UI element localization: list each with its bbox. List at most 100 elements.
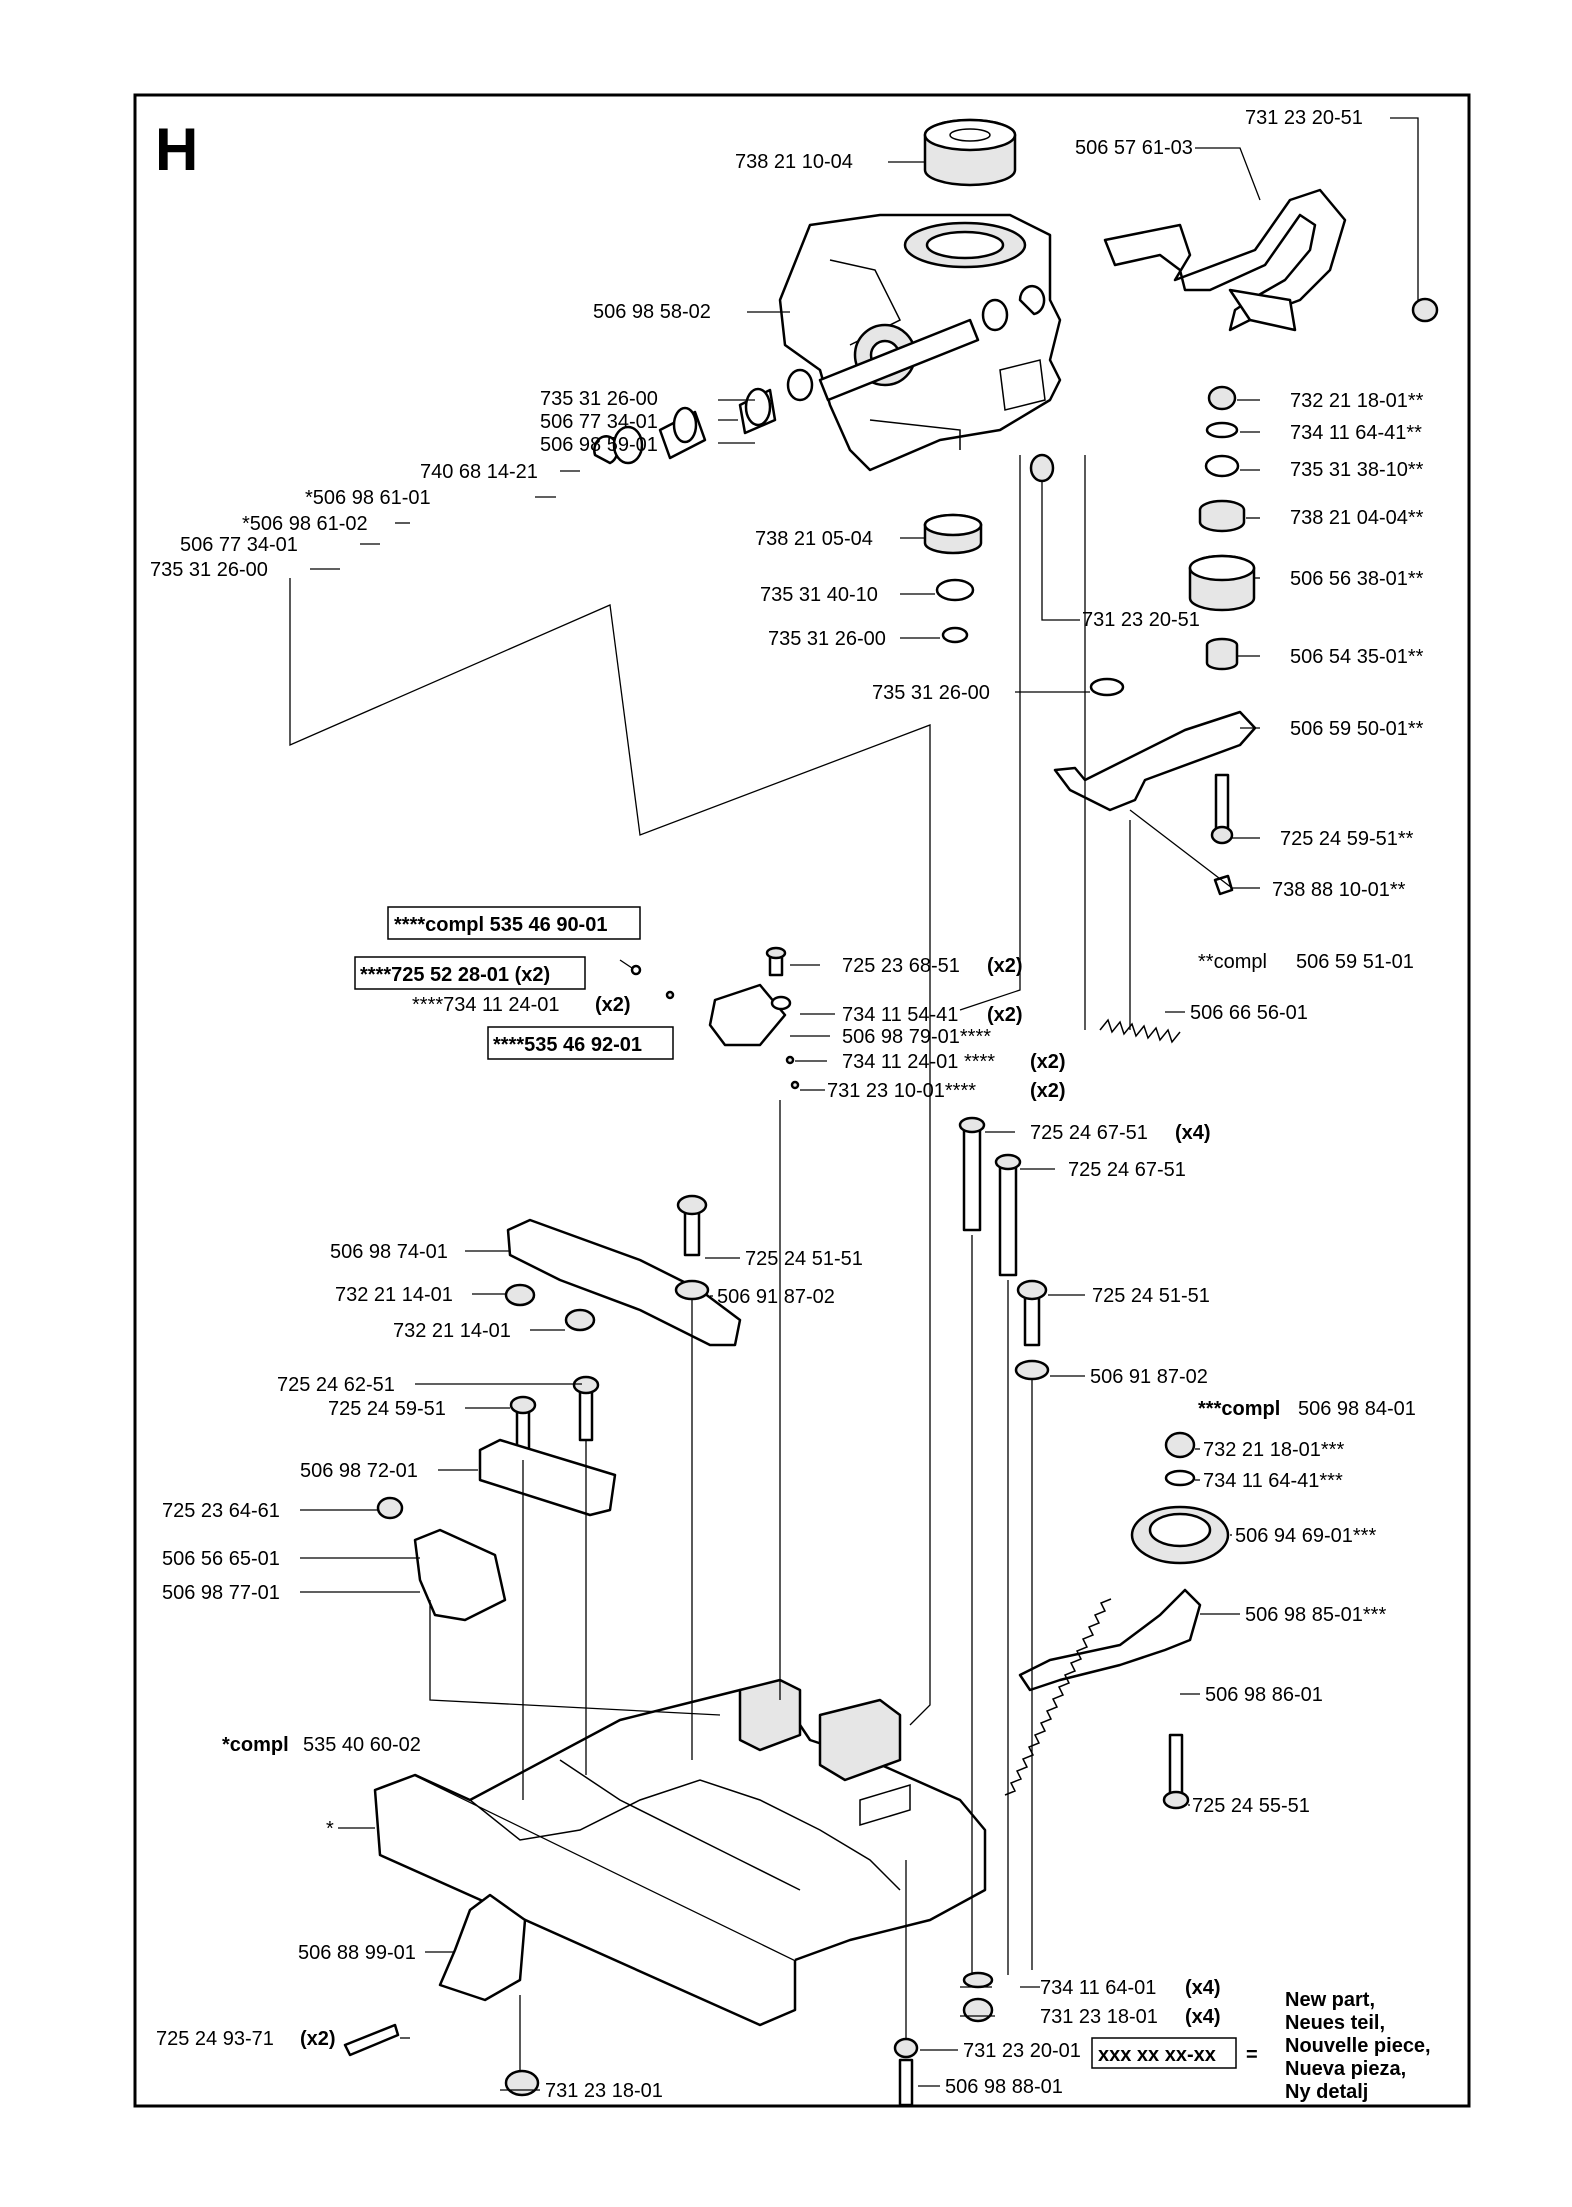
label-l5: 735 31 26-00: [540, 388, 658, 410]
page-frame: [133, 93, 1471, 2108]
bolt-725-24-51-51-left: [676, 1194, 708, 1257]
nut-731-23-18-01-x4: [962, 1997, 994, 2023]
label-l62: 731 23 18-01: [1040, 2006, 1158, 2028]
label-l3: 738 21 10-04: [735, 151, 853, 173]
washer-734-11-24-01-left: [665, 990, 675, 1000]
label-l29: 725 23 68-51: [842, 955, 960, 977]
kit-box-1: [387, 906, 641, 940]
washer-506-91-87-02-right: [1014, 1359, 1050, 1381]
label-l1: 731 23 20-51: [1245, 107, 1363, 129]
label-l15: 735 31 26-00: [768, 628, 886, 650]
kit-label-2-prefix: **compl: [1198, 951, 1267, 973]
leader-lines: [289, 117, 1419, 2091]
shaft-assembly: [593, 284, 1046, 465]
label-l50: 734 11 64-41***: [1203, 1470, 1343, 1492]
label-l57: *: [326, 1818, 334, 1840]
qty-734-11-24-01-left: (x2): [595, 994, 631, 1016]
label-734-11-24-01-left: ****734 11 24-01: [412, 994, 560, 1016]
label-l47: 725 24 59-51: [328, 1398, 446, 1420]
qty-l37: (x4): [1175, 1122, 1211, 1144]
kit-label-4-prefix: *compl: [222, 1734, 289, 1756]
qty-l60: (x4): [1185, 1977, 1221, 1999]
label-l53: 506 56 65-01: [162, 1548, 280, 1570]
bolt-725-24-51-51-right: [1016, 1279, 1048, 1347]
qty-l61: (x2): [300, 2028, 336, 2050]
label-l51: 725 23 64-61: [162, 1500, 280, 1522]
nut-732-21-14-01-a: [504, 1283, 536, 1307]
label-l39: 506 98 74-01: [330, 1241, 448, 1263]
label-l17: 732 21 18-01**: [1290, 390, 1424, 412]
label-l20: 738 21 04-04**: [1290, 507, 1424, 529]
kit-label-4-num: 535 40 60-02: [303, 1734, 421, 1756]
nut-731-23-18-01-bottom: [504, 2069, 540, 2097]
label-l26: 738 88 10-01**: [1272, 879, 1406, 901]
screw-725-52-28-01: [630, 964, 642, 976]
nut-731-23-20-51-mid: [1029, 453, 1055, 483]
clamp-strap: [1103, 188, 1347, 332]
circlip-735-31-26-00-right: [1089, 677, 1125, 697]
kit-box-535-46-92-01: [487, 1026, 674, 1060]
tensioner-stack: [1053, 385, 1257, 845]
label-l33: 506 98 79-01****: [842, 1026, 991, 1048]
label-l40: 725 24 51-51: [745, 1248, 863, 1270]
spring-506-66-56-01: [1099, 1018, 1181, 1044]
label-l56: 506 98 86-01: [1205, 1684, 1323, 1706]
pulley-assembly: [1018, 1431, 1230, 1692]
legend-line-3: Nouvelle piece,: [1285, 2035, 1431, 2057]
label-l54: 506 98 77-01: [162, 1582, 280, 1604]
washer-506-91-87-02-left: [674, 1279, 710, 1301]
label-l18: 734 11 64-41**: [1290, 422, 1422, 444]
label-l32: 734 11 54-41: [842, 1004, 958, 1026]
bracket-506-98-79-01: [708, 946, 792, 1047]
washer-734-11-24-01-right: [785, 1055, 795, 1065]
label-l10: *506 98 61-02: [242, 513, 368, 535]
label-l24: 506 59 50-01**: [1290, 718, 1424, 740]
label-l6: 506 77 34-01: [540, 411, 658, 433]
parts-artwork: [343, 118, 1439, 2107]
spring-506-98-86-01: [1004, 1598, 1112, 1796]
label-l64: 731 23 18-01: [545, 2080, 663, 2102]
label-l14: 735 31 40-10: [760, 584, 878, 606]
screw-725-24-93-71: [343, 2023, 400, 2057]
label-l61: 725 24 93-71: [156, 2028, 274, 2050]
bolts-725-24-62-51: [509, 1375, 600, 1457]
section-letter: H: [155, 116, 198, 183]
label-l55: 506 98 85-01***: [1245, 1604, 1386, 1626]
kit-label-2-num: 506 59 51-01: [1296, 951, 1414, 973]
label-l34: 734 11 24-01 ****: [842, 1051, 995, 1073]
label-l22: 506 54 35-01**: [1290, 646, 1424, 668]
screw-738-88-10-01: [1213, 874, 1234, 896]
label-l58: 725 24 55-51: [1192, 1795, 1310, 1817]
bearing-738-21-05-04: [923, 513, 983, 555]
label-l19: 735 31 38-10**: [1290, 459, 1424, 481]
label-l23: 735 31 26-00: [872, 682, 990, 704]
label-l49: 732 21 18-01***: [1203, 1439, 1344, 1461]
label-l43: 732 21 14-01: [393, 1320, 511, 1342]
legend-placeholder: xxx xx xx-xx: [1098, 2044, 1216, 2066]
label-l36: 506 66 56-01: [1190, 1002, 1308, 1024]
label-l42: 506 91 87-02: [717, 1286, 835, 1308]
part-labels: 731 23 20-51 506 57 61-03 738 21 10-04 5…: [150, 107, 1424, 2102]
legend-line-2: Neues teil,: [1285, 2012, 1385, 2034]
qty-l62: (x4): [1185, 2006, 1221, 2028]
nut-732-21-14-01-b: [564, 1308, 596, 1332]
label-l13: 738 21 05-04: [755, 528, 873, 550]
qty-l29: (x2): [987, 955, 1023, 977]
nut-731-23-20-01: [893, 2037, 919, 2059]
label-l21: 506 56 38-01**: [1290, 568, 1424, 590]
nut-731-23-10-01: [790, 1080, 800, 1090]
label-l7: 506 98 59-01: [540, 434, 658, 456]
kit-label-1: ****compl 535 46 90-01: [394, 914, 607, 936]
label-l11: 506 77 34-01: [180, 534, 298, 556]
label-l59: 506 88 99-01: [298, 1942, 416, 1964]
label-l8: 740 68 14-21: [420, 461, 538, 483]
legend-equals: =: [1246, 2044, 1258, 2066]
label-l35: 731 23 10-01****: [827, 1080, 976, 1102]
bracket-506-98-77-01: [376, 1496, 507, 1622]
label-l52: 506 94 69-01***: [1235, 1525, 1376, 1547]
label-l63: 731 23 20-01: [963, 2040, 1081, 2062]
circlip-735-31-40-10: [935, 578, 975, 602]
label-l65: 506 98 88-01: [945, 2076, 1063, 2098]
